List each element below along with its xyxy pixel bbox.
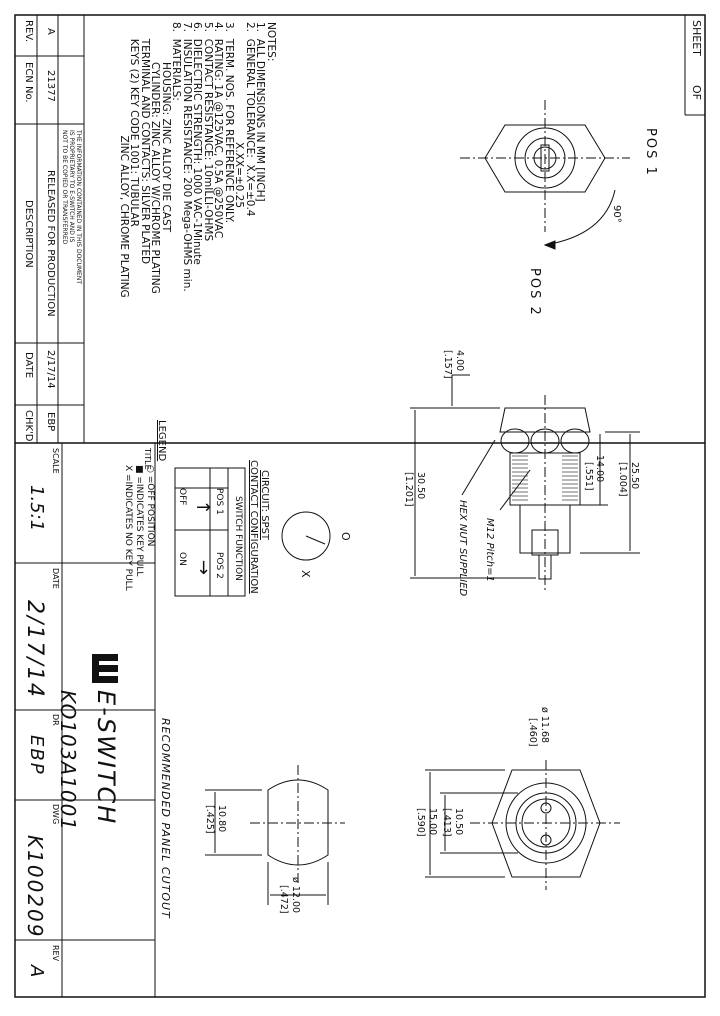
circuit-table-lines [174,467,246,597]
dim-1500: 15.00 [427,808,438,836]
sheet-of-label: OF [690,85,703,100]
date-header: DATE [23,352,34,379]
note-line: KEYS (2) KEY CODE 1001: TUBULAR [128,22,141,227]
date-value: 2/17/14 [45,350,56,389]
chkd-header: CHK'D [23,410,34,442]
dia-1200-in: [.472] [278,885,289,914]
note-line: 8. MATERIALS: [170,22,183,101]
description-value: RELEASED FOR PRODUCTION [45,170,56,317]
pos1-label: POS 1 [643,128,658,177]
note-line: 1. ALL DIMENSIONS IN MM [INCH] [254,22,267,202]
note-line: CYLINDER: ZINC ALLOY W/CHROME PLATING [149,22,162,294]
circuit-off: OFF [177,488,187,506]
circuit-symbol-x: X [299,570,312,578]
note-line: ZINC ALLOY, CHROME PLATING [118,22,130,298]
scale-label: SCALE [51,448,60,474]
note-line: 6. DIELECTRIC STRENGTH: 1000 VAC-1Minute [191,22,204,265]
dim-25-in: [1.004] [617,462,628,497]
proprietary-line: IS PROPRIETARY TO E-SWITCH AND IS [68,130,75,243]
arrow-down-icon: ↓ [196,558,212,579]
title-block-lines [15,442,705,997]
date-value-title: 2/17/14 [22,600,47,699]
pos1-top-view [460,100,630,250]
dim-4-in: [.157] [442,350,453,379]
chkd-value: EBP [45,412,56,432]
dim-1500-in: [.590] [415,808,426,837]
legend-line: ■ =INDICATES KEY PULL [134,465,144,577]
dr-label: DR [51,714,60,726]
rev-header: REV. [23,20,34,42]
sheet-border [14,14,706,998]
note-line: 2. GENERAL TOLERANCE: X.X=±0.4 [244,22,256,217]
dim-1050-in: [.413] [441,808,452,837]
legend-items: ○ =OFF POSITION ■ =INDICATES KEY PULL X … [122,465,155,591]
circuit-pos1: POS 1 [214,488,224,515]
ecn-header: ECN No. [23,62,34,103]
dwg-label: DWG [51,804,60,825]
dr-value: EBP [26,735,47,776]
rev-label: REV [51,945,60,962]
notes-heading: NOTES: [265,22,277,62]
front-view [425,760,620,890]
contact-config-title: CONTACT CONFIGURATION [248,460,259,594]
dim-30: 30.50 [415,472,426,500]
proprietary-line: THE INFORMATION CONTAINED IN THIS DOCUME… [75,130,82,284]
dim-1080-in: [.425] [204,805,215,834]
rev-value: A [45,28,56,35]
description-header: DESCRIPTION [23,200,34,268]
legend-line: X =INDICATES NO KEY PULL [123,465,133,591]
thread-note: M12 Pitch=1 [484,518,495,582]
revision-table-lines [15,15,103,444]
circuit-on: ON [177,552,187,566]
notes-block: NOTES: 1. ALL DIMENSIONS IN MM [INCH] 2.… [118,22,277,298]
circuit-title: CIRCUIT: SPST [259,470,270,541]
scale-value: 1.5:1 [26,485,47,532]
legend-heading: LEGEND [156,420,167,462]
circuit-dial [281,511,331,561]
proprietary-line: NOT TO BE COPIED OR TRANSFERRED [61,130,68,245]
date-label: DATE [51,568,60,589]
arrow-right-icon: → [196,497,212,518]
note-line: X.XX=±0.25 [233,22,246,209]
circuit-symbol-o: O [339,532,352,541]
cutout-heading: RECOMMENDED PANEL CUTOUT [159,718,172,919]
dim-30-in: [1.201] [403,472,414,507]
circuit-pos2: POS 2 [214,552,224,579]
hex-nut-note: HEX NUT SUPPLIED [457,500,468,597]
dim-14-in: [.551] [583,462,594,491]
dim-4: 4.00 [454,350,465,372]
pos2-label: POS 2 [527,268,542,317]
dwg-value: K100209 [23,835,47,939]
note-line: 5. CONTACT RESISTANCE: 10mILLI-OHMS [202,22,214,242]
note-line: 7. INSULATION RESISTANCE: 200 Mega-OHMS … [181,22,193,292]
note-line: TERMINAL AND CONTACTS: SILVER PLATED [139,22,151,265]
dia-118: ø 11.68 [539,707,550,744]
dim-25: 25.50 [629,462,640,490]
note-line: 4. RATING: 1A @125VAC, 0.5A @250VAC [212,22,225,239]
dim-1080: 10.80 [216,805,227,833]
dia-118-in: [.460] [527,718,538,747]
company-logo [92,654,118,683]
side-view [410,374,640,590]
panel-cutout [205,765,345,905]
note-line: 3. TERM. NOS. FOR REFERENCE ONLY. [223,22,235,224]
sheet-label: SHEET [690,20,703,56]
switch-function-label: SWITCH FUNCTION [233,496,243,581]
proprietary-notice: THE INFORMATION CONTAINED IN THIS DOCUME… [61,130,82,284]
dim-1050: 10.50 [453,808,464,836]
ecn-value: 21377 [45,70,56,102]
dia-1200: ø 12.00 [290,877,301,914]
note-line: HOUSING: ZINC ALLOY DIE CAST [160,22,172,233]
angle-label: 90° [611,205,622,223]
legend-line: ○ =OFF POSITION [145,465,155,547]
rev-value: A [26,965,47,978]
dim-14: 14.00 [594,455,605,483]
company-name: E-SWITCH [92,690,120,826]
title-label: TITLE [143,448,152,470]
